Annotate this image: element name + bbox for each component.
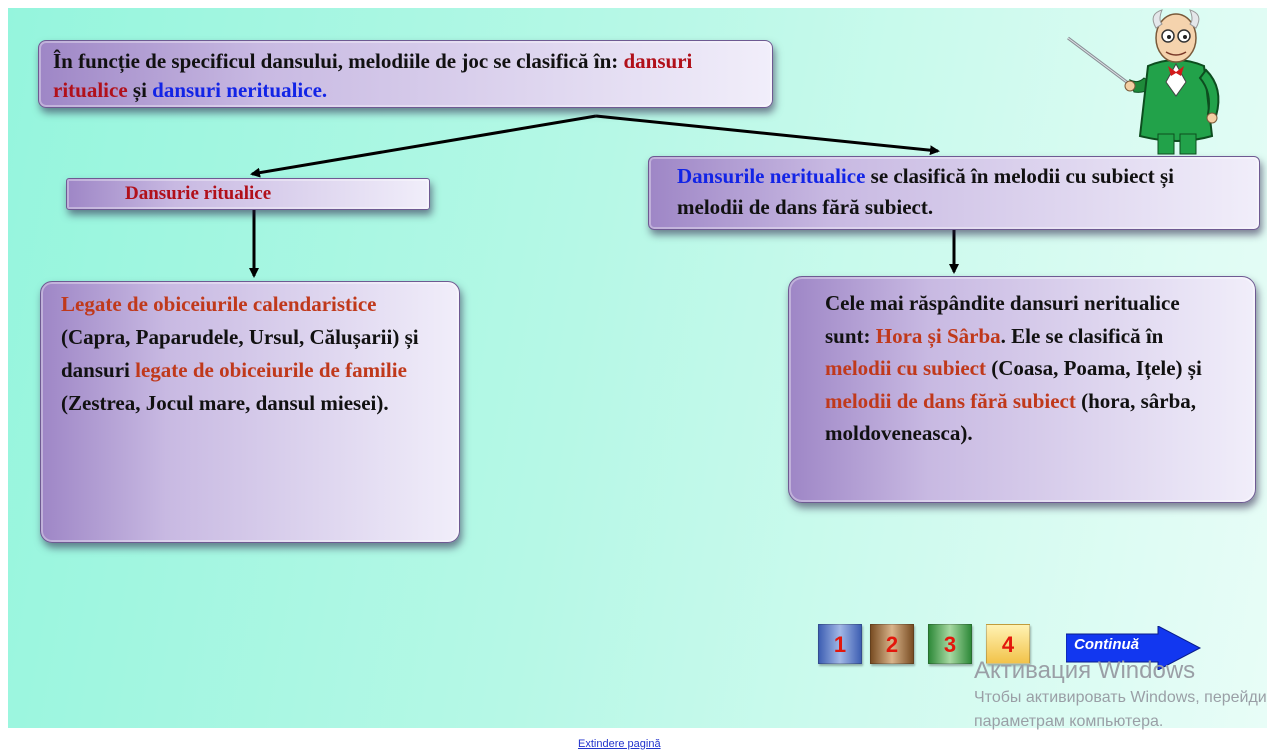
arrow-right-icon <box>1065 625 1202 671</box>
slide-canvas: În funcție de specificul dansului, melod… <box>8 8 1267 728</box>
page-1-button[interactable]: 1 <box>818 624 862 664</box>
nonritual-dances-term: dansuri neritualice <box>152 78 322 102</box>
calendar-customs-examples: (Capra, Paparudele, Ursul, Călușarii) și… <box>61 325 419 382</box>
most-spread-text: Cele mai răspândite dansuri neritualice … <box>825 291 1180 348</box>
expand-page-link[interactable]: Extindere pagină <box>578 738 661 750</box>
intro-text: În funcție de specificul dansului, melod… <box>53 49 624 73</box>
watermark-line-1: Чтобы активировать Windows, перейдите к <box>974 689 1267 706</box>
with-subject-term: melodii cu subiect <box>825 356 986 380</box>
page-2-button[interactable]: 2 <box>870 624 914 664</box>
without-subject-examples: (hora, sârba, moldoveneasca). <box>825 388 1197 446</box>
page-navigation: 1 2 3 4 Continuă <box>818 624 1218 671</box>
family-customs-term: legate de obiceiurile de familie <box>135 358 407 382</box>
ritual-dances-term: dansuri ritualice <box>53 49 693 102</box>
page-4-button[interactable]: 4 <box>986 624 1030 664</box>
connector-arrows <box>249 114 959 278</box>
windows-activation-watermark: Активация Windows Чтобы активировать Win… <box>974 656 1267 736</box>
classification-intro-box: În funcție de specificul dansului, melod… <box>38 40 773 108</box>
ritual-dances-box: Dansurie ritualice <box>66 178 430 210</box>
family-customs-examples: (Zestrea, Jocul mare, dansul miesei). <box>61 391 389 415</box>
continue-label: Continuă <box>1074 636 1139 653</box>
watermark-line-2: параметрам компьютера. <box>974 713 1164 730</box>
calendar-customs-term: Legate de obiceiurile calendaristice <box>61 292 377 316</box>
watermark-title: Активация Windows <box>974 657 1196 684</box>
nonritual-dances-highlight: Dansurile neritualice <box>677 164 866 188</box>
nonritual-dances-text: se clasifică în melodii cu subiect și me… <box>677 164 1174 219</box>
nonritual-details-box: Cele mai răspândite dansuri neritualice … <box>788 276 1256 503</box>
ritual-dances-label: Dansurie ritualice <box>125 183 272 204</box>
teacher-pointer-character <box>1067 9 1220 155</box>
intro-and: și <box>127 78 153 102</box>
nonritual-dances-box: Dansurile neritualice se clasifică în me… <box>648 156 1260 230</box>
hora-sarba-term: Hora și Sârba <box>875 323 1001 348</box>
intro-period: . <box>321 78 328 102</box>
without-subject-term: melodii de dans fără subiect <box>825 388 1076 413</box>
classify-text: . Ele se clasifică în <box>1000 323 1164 348</box>
page-3-button[interactable]: 3 <box>928 624 972 664</box>
arrow-to-ritual <box>250 114 597 178</box>
with-subject-examples: (Coasa, Poama, Ițele) și <box>986 356 1202 380</box>
ritual-details-box: Legate de obiceiurile calendaristice (Ca… <box>40 281 460 543</box>
continue-button[interactable]: Continuă <box>1065 625 1204 671</box>
arrow-to-nonritual <box>595 114 940 156</box>
